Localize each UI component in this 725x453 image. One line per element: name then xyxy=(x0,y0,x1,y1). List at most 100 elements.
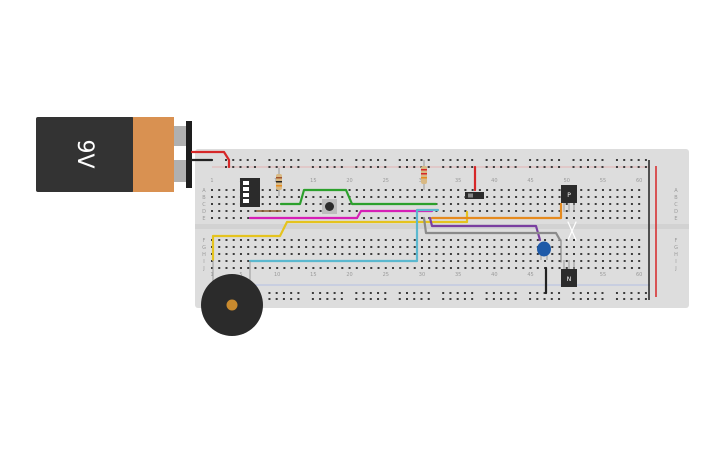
breadboard-hole[interactable] xyxy=(471,210,474,212)
breadboard-hole[interactable] xyxy=(239,260,242,262)
breadboard-hole[interactable] xyxy=(449,267,452,269)
breadboard-hole[interactable] xyxy=(428,239,431,241)
breadboard-hole[interactable] xyxy=(305,196,308,198)
breadboard-hole[interactable] xyxy=(609,246,612,248)
breadboard-hole[interactable] xyxy=(326,196,329,198)
breadboard-hole[interactable] xyxy=(514,298,517,300)
breadboard-hole[interactable] xyxy=(515,246,518,248)
breadboard-hole[interactable] xyxy=(449,166,452,168)
breadboard-hole[interactable] xyxy=(492,292,495,294)
breadboard-hole[interactable] xyxy=(471,292,474,294)
breadboard-hole[interactable] xyxy=(464,203,467,205)
breadboard-hole[interactable] xyxy=(334,239,337,241)
breadboard-hole[interactable] xyxy=(420,217,423,219)
breadboard-hole[interactable] xyxy=(384,166,387,168)
breadboard-hole[interactable] xyxy=(442,210,445,212)
breadboard-hole[interactable] xyxy=(406,246,409,248)
breadboard-hole[interactable] xyxy=(442,203,445,205)
breadboard-hole[interactable] xyxy=(348,189,351,191)
breadboard-hole[interactable] xyxy=(580,196,583,198)
breadboard-hole[interactable] xyxy=(456,298,459,300)
breadboard-hole[interactable] xyxy=(551,210,554,212)
breadboard-hole[interactable] xyxy=(305,246,308,248)
breadboard-hole[interactable] xyxy=(587,159,589,161)
breadboard-hole[interactable] xyxy=(543,166,546,168)
breadboard-hole[interactable] xyxy=(630,246,633,248)
breadboard-hole[interactable] xyxy=(601,260,604,262)
breadboard-hole[interactable] xyxy=(500,189,503,191)
breadboard-hole[interactable] xyxy=(493,239,496,241)
breadboard-hole[interactable] xyxy=(493,253,496,255)
breadboard-hole[interactable] xyxy=(638,189,641,191)
breadboard-hole[interactable] xyxy=(565,217,568,219)
breadboard-hole[interactable] xyxy=(326,159,329,161)
breadboard-hole[interactable] xyxy=(457,260,460,262)
breadboard-hole[interactable] xyxy=(464,246,467,248)
breadboard-hole[interactable] xyxy=(558,196,561,198)
breadboard-hole[interactable] xyxy=(377,246,380,248)
breadboard-hole[interactable] xyxy=(463,166,466,168)
breadboard-hole[interactable] xyxy=(522,210,525,212)
breadboard-hole[interactable] xyxy=(601,292,604,294)
breadboard-hole[interactable] xyxy=(268,189,271,191)
breadboard-hole[interactable] xyxy=(297,246,300,248)
breadboard-hole[interactable] xyxy=(449,298,452,300)
breadboard-hole[interactable] xyxy=(268,292,271,294)
breadboard-hole[interactable] xyxy=(616,217,619,219)
breadboard-hole[interactable] xyxy=(406,298,408,300)
breadboard-hole[interactable] xyxy=(486,239,489,241)
breadboard-hole[interactable] xyxy=(558,166,561,168)
breadboard-hole[interactable] xyxy=(355,210,358,212)
breadboard-hole[interactable] xyxy=(427,292,430,294)
breadboard-hole[interactable] xyxy=(218,260,221,262)
breadboard-hole[interactable] xyxy=(594,166,597,168)
breadboard-hole[interactable] xyxy=(377,217,380,219)
breadboard-hole[interactable] xyxy=(276,239,279,241)
breadboard-hole[interactable] xyxy=(232,203,235,205)
breadboard-hole[interactable] xyxy=(623,298,626,300)
breadboard-hole[interactable] xyxy=(463,292,466,294)
breadboard-hole[interactable] xyxy=(529,298,532,300)
breadboard-hole[interactable] xyxy=(355,239,358,241)
breadboard-hole[interactable] xyxy=(239,166,242,168)
breadboard-hole[interactable] xyxy=(232,210,235,212)
capacitor[interactable] xyxy=(537,241,551,261)
breadboard-hole[interactable] xyxy=(536,239,539,241)
breadboard-hole[interactable] xyxy=(637,159,640,161)
breadboard-hole[interactable] xyxy=(449,239,452,241)
breadboard-hole[interactable] xyxy=(406,292,408,294)
breadboard-hole[interactable] xyxy=(268,159,271,161)
breadboard-hole[interactable] xyxy=(420,189,423,191)
breadboard-hole[interactable] xyxy=(644,159,647,161)
breadboard-hole[interactable] xyxy=(261,189,264,191)
breadboard-hole[interactable] xyxy=(261,239,264,241)
breadboard-hole[interactable] xyxy=(457,203,460,205)
breadboard-hole[interactable] xyxy=(297,239,300,241)
breadboard-hole[interactable] xyxy=(370,267,373,269)
breadboard-hole[interactable] xyxy=(340,159,343,161)
breadboard-hole[interactable] xyxy=(507,292,510,294)
breadboard-hole[interactable] xyxy=(232,260,235,262)
breadboard-hole[interactable] xyxy=(363,189,366,191)
breadboard-hole[interactable] xyxy=(637,166,640,168)
breadboard-hole[interactable] xyxy=(573,217,575,219)
breadboard-hole[interactable] xyxy=(630,260,633,262)
breadboard-hole[interactable] xyxy=(507,239,510,241)
transistor-pnp[interactable]: P xyxy=(561,185,577,212)
breadboard-hole[interactable] xyxy=(463,298,466,300)
breadboard-hole[interactable] xyxy=(428,253,431,255)
breadboard-hole[interactable] xyxy=(370,217,373,219)
breadboard-hole[interactable] xyxy=(536,267,539,269)
breadboard-hole[interactable] xyxy=(254,267,257,269)
breadboard-hole[interactable] xyxy=(282,159,285,161)
breadboard-hole[interactable] xyxy=(558,267,561,269)
breadboard-hole[interactable] xyxy=(247,260,250,262)
breadboard-hole[interactable] xyxy=(536,166,539,168)
breadboard-hole[interactable] xyxy=(268,196,271,198)
breadboard-hole[interactable] xyxy=(507,189,510,191)
breadboard-hole[interactable] xyxy=(565,267,568,269)
breadboard-hole[interactable] xyxy=(638,253,641,255)
breadboard-hole[interactable] xyxy=(594,210,597,212)
breadboard-hole[interactable] xyxy=(580,246,583,248)
resistor-2[interactable] xyxy=(421,160,427,190)
